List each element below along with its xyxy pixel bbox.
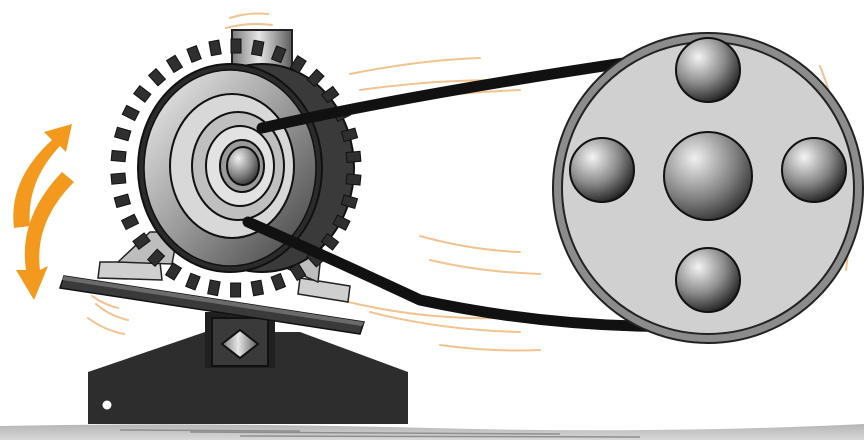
pulley-hole-top (676, 38, 740, 102)
cooling-fin (231, 283, 241, 297)
pulley-hole-right (782, 138, 846, 202)
cooling-fin (186, 273, 200, 290)
cooling-fin (134, 86, 151, 102)
curved-double-arrow-icon (13, 124, 74, 300)
cooling-fin (122, 105, 139, 120)
large-pulley-wheel (553, 33, 863, 343)
cooling-fin (166, 263, 182, 280)
cooling-fin (115, 127, 131, 141)
cooling-fin (111, 173, 126, 184)
pivot-joint (212, 318, 268, 366)
cooling-fin (111, 150, 126, 161)
pulley-hole-left (570, 138, 634, 202)
cooling-fin (208, 280, 220, 296)
cooling-fin (187, 46, 201, 63)
cooling-fin (346, 151, 361, 162)
pulley-hub (664, 132, 752, 220)
cooling-fin (149, 69, 166, 86)
cooling-fin (122, 214, 139, 229)
cooling-fin (346, 174, 361, 185)
cooling-fin (167, 55, 183, 72)
cooling-fin (231, 39, 241, 53)
ground-floor (0, 424, 864, 440)
cooling-fin (114, 194, 130, 207)
cooling-fin (209, 40, 221, 56)
cooling-fin (251, 40, 263, 56)
pulley-hole-bottom (676, 248, 740, 312)
cooling-fin (251, 280, 263, 296)
cooling-fin (271, 274, 285, 291)
